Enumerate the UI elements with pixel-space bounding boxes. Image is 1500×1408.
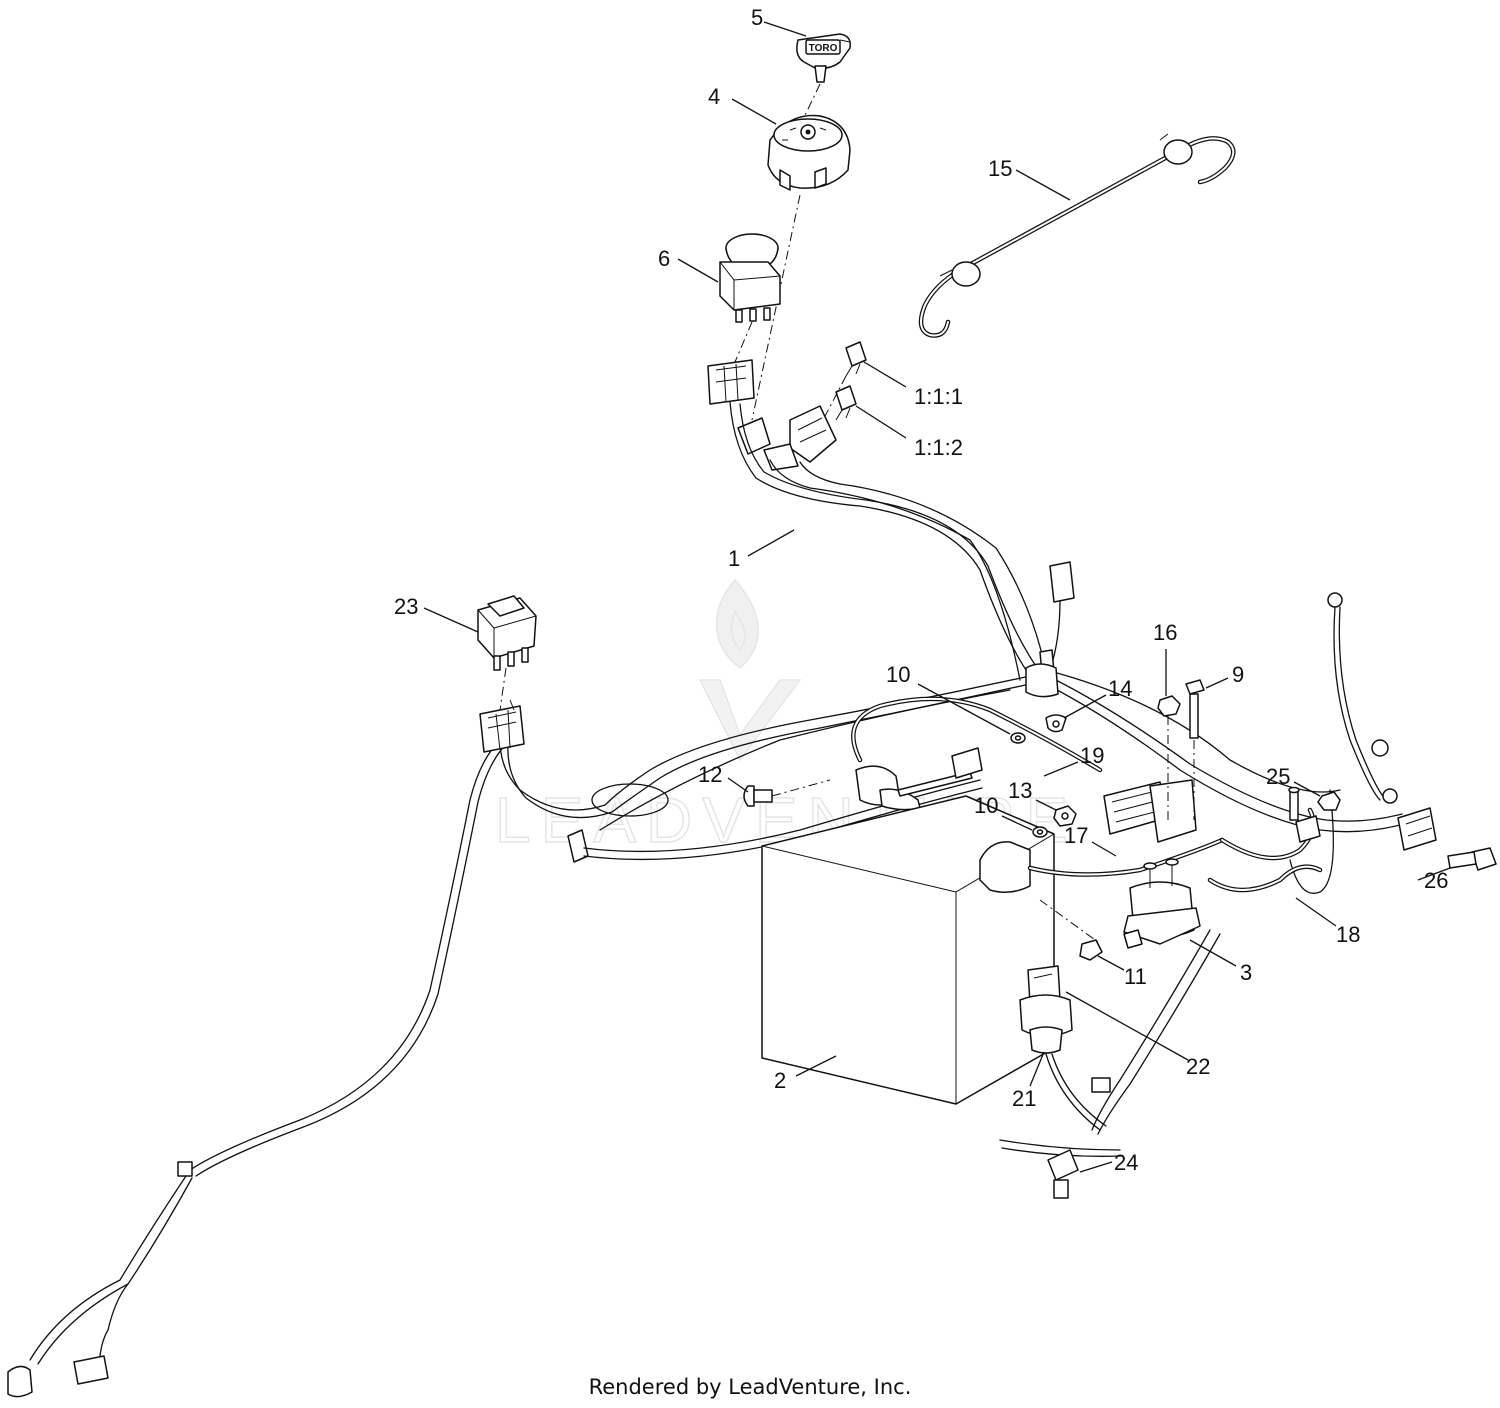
callout-labels: 5 4 15 6 1:1:1 1:1:2 1 23 16 9 10 14 19 … (394, 5, 1448, 1175)
callout-22: 22 (1186, 1054, 1210, 1079)
ignition-switch-part-4 (767, 114, 851, 191)
callout-16: 16 (1153, 620, 1177, 645)
positive-cable-part-17 (979, 837, 1225, 893)
footer-credit: Rendered by LeadVenture, Inc. (589, 1375, 912, 1399)
callout-10-upper: 10 (886, 662, 910, 687)
support-rod-part-15 (918, 133, 1236, 338)
callout-15: 15 (988, 156, 1012, 181)
wing-nut-part-14 (1045, 714, 1067, 733)
bolt-part-9 (1185, 679, 1205, 739)
callout-19: 19 (1080, 743, 1104, 768)
harness-connectors-upper (707, 359, 837, 471)
callout-10-lower: 10 (974, 793, 998, 818)
callout-2: 2 (774, 1068, 786, 1093)
callout-26: 26 (1424, 868, 1448, 893)
callout-11: 11 (1124, 964, 1147, 989)
connector-part-24 (999, 929, 1221, 1199)
leader-lines (423, 21, 1451, 1173)
callout-3: 3 (1240, 960, 1252, 985)
starter-solenoid-part-3 (1123, 858, 1201, 945)
callout-1-1-2: 1:1:2 (914, 435, 963, 460)
toro-key-brand: TORO (809, 43, 838, 54)
callout-5: 5 (751, 5, 763, 30)
rocker-switch-part-23 (477, 595, 537, 671)
callout-14: 14 (1108, 676, 1132, 701)
callout-4: 4 (708, 84, 720, 109)
callout-13: 13 (1008, 778, 1032, 803)
terminal-post (1288, 786, 1300, 821)
callout-18: 18 (1336, 922, 1360, 947)
callout-9: 9 (1232, 662, 1244, 687)
callout-24: 24 (1114, 1150, 1138, 1175)
fuse-part-1-1-1 (845, 341, 867, 377)
callout-6: 6 (658, 246, 670, 271)
callout-23: 23 (394, 594, 418, 619)
cable-clip-connector (951, 747, 983, 779)
callout-17: 17 (1064, 823, 1088, 848)
switch-body-part-21 (1029, 1026, 1107, 1131)
lock-nut-part-25 (1317, 791, 1341, 811)
relay-connector-block (1103, 779, 1197, 843)
key-switch-part-22 (1019, 965, 1073, 1037)
pto-switch-part-6 (719, 233, 781, 323)
callout-21: 21 (1012, 1086, 1036, 1111)
rocker-switch-connector (479, 699, 525, 753)
nut-part-16 (1157, 695, 1181, 717)
ring-terminal-wire (1327, 592, 1398, 804)
washer-part-10-lower (1032, 826, 1048, 838)
callout-25: 25 (1266, 764, 1290, 789)
callout-1-1-1: 1:1:1 (914, 384, 963, 409)
bolt-part-11 (1079, 929, 1143, 961)
wire-harness-part-1 (7, 401, 1403, 1398)
washer-part-10-upper (1010, 732, 1026, 744)
connector-right (1295, 807, 1437, 851)
fuse-part-1-1-2 (835, 385, 857, 421)
callout-1: 1 (728, 546, 740, 571)
callout-12: 12 (698, 762, 722, 787)
ignition-key-part-5: TORO (796, 33, 852, 83)
nut-part-13 (1053, 805, 1077, 827)
bolt-part-26 (1447, 847, 1497, 871)
